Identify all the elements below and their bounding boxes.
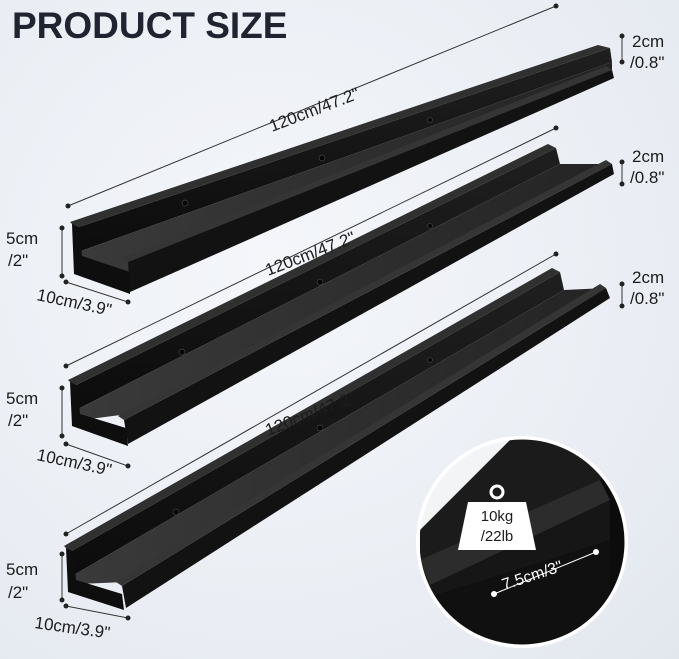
weight-lb: /22lb — [481, 528, 514, 545]
shelf-1 — [70, 45, 614, 294]
lip-label-in-2: /0.8" — [630, 168, 664, 187]
height-label-in-1: /2" — [8, 251, 28, 270]
depth-label-2: 10cm/3.9" — [35, 445, 113, 479]
depth-label-1: 10cm/3.9" — [35, 285, 113, 319]
detail-closeup: 10kg /22lb 7.5cm/3" — [416, 436, 628, 648]
height-label-in-3: /2" — [8, 583, 28, 602]
height-label-cm-2: 5cm — [6, 389, 38, 408]
weight-icon — [458, 484, 536, 550]
shelf-2 — [68, 144, 614, 446]
length-dimension-line-1 — [67, 5, 557, 207]
lip-label-cm-3: 2cm — [632, 268, 664, 287]
depth-label-3: 10cm/3.9" — [33, 613, 111, 642]
lip-label-in-1: /0.8" — [630, 53, 664, 72]
page-title: PRODUCT SIZE — [12, 5, 287, 46]
height-label-cm-1: 5cm — [6, 229, 38, 248]
height-label-in-2: /2" — [8, 411, 28, 430]
lip-label-cm-2: 2cm — [632, 147, 664, 166]
height-label-cm-3: 5cm — [6, 560, 38, 579]
weight-kg: 10kg — [481, 508, 514, 525]
lip-label-in-3: /0.8" — [630, 289, 664, 308]
lip-label-cm-1: 2cm — [632, 32, 664, 51]
shelf-3 — [64, 268, 610, 610]
length-label-1: 120cm/47.2" — [267, 84, 362, 136]
